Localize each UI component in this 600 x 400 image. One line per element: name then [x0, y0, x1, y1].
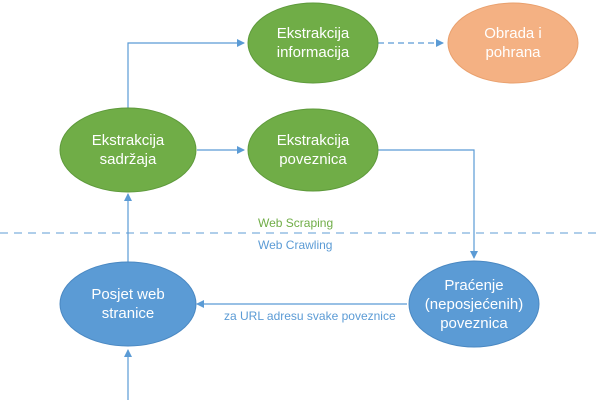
edge-sadrzaja-to-informacija: [127, 39, 245, 108]
node-ekstrakcija-poveznica-shape: [247, 108, 379, 192]
node-ekstrakcija-sadrzaja-shape: [59, 107, 197, 193]
edge-label-za-url: za URL adresu svake poveznice: [224, 309, 396, 323]
node-posjet-web-stranice-shape: [59, 261, 197, 347]
node-pracenje-poveznica-shape: [408, 260, 540, 348]
node-obrada-i-pohrana-shape: [447, 2, 579, 84]
label-web-crawling: Web Crawling: [258, 238, 333, 252]
edge-poveznica-to-pracenje: [378, 149, 478, 259]
label-web-scraping: Web Scraping: [258, 216, 334, 230]
node-ekstrakcija-informacija-shape: [247, 2, 379, 84]
